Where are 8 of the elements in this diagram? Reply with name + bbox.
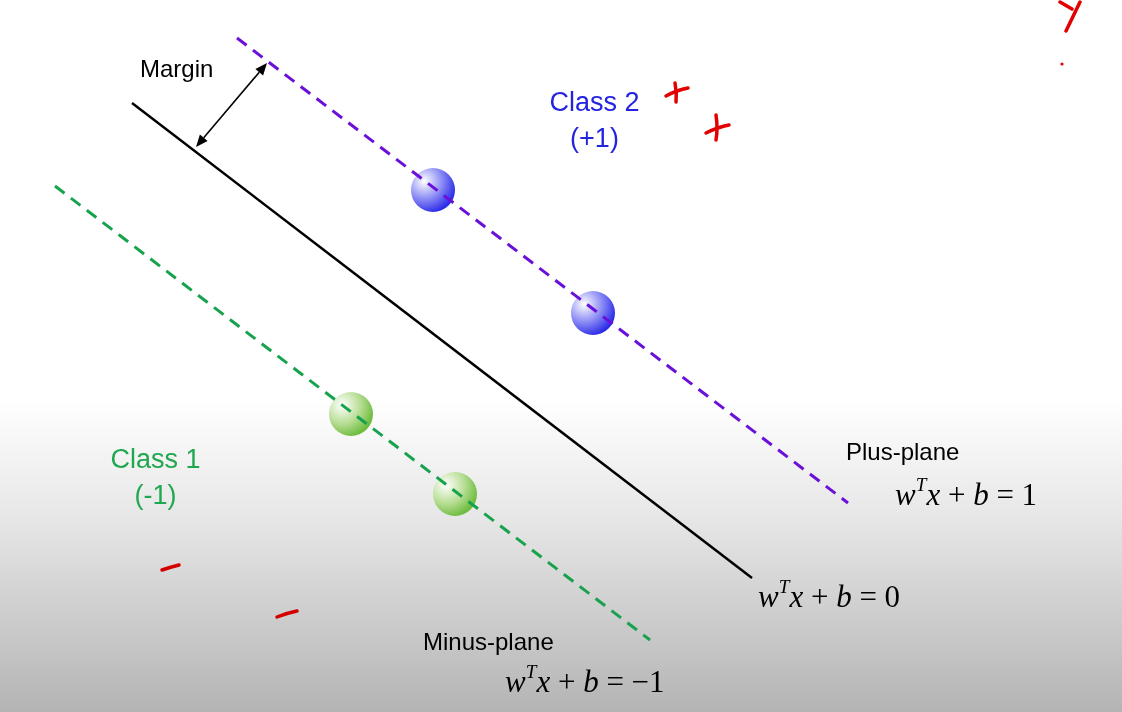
margin-label: Margin [140, 54, 214, 84]
equation-text: w$^{T}$x + b = 0 [758, 578, 901, 616]
plane-label: Minus-plane [423, 627, 554, 657]
class-label: Class 2 (+1) [548, 86, 641, 156]
class-label: Class 1 (-1) [109, 443, 202, 513]
equation-text: w$^{T}$x + b = 1 [895, 476, 1038, 514]
plane-label: Plus-plane [846, 437, 960, 467]
equation-text: w$^{T}$x + b = −1 [505, 663, 665, 701]
